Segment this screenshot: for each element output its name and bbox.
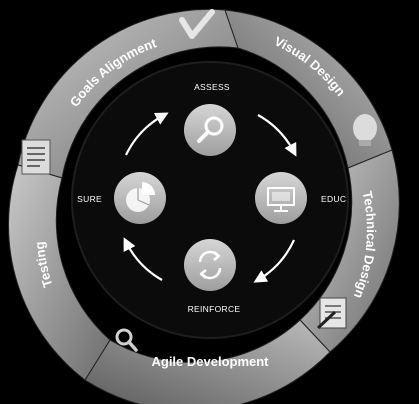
- label-reinforce: REINFORCE: [188, 304, 241, 314]
- arrow-educ-to-reinforce: [253, 239, 296, 283]
- label-agile-development: Agile Development: [151, 354, 269, 369]
- notepad-pencil-icon: [316, 297, 347, 330]
- agile-magnifier-icon: [115, 328, 138, 352]
- label-assess: ASSESS: [194, 82, 230, 92]
- arrow-reinforce-to-sure: [123, 237, 163, 281]
- inner-cycle-arrows: [123, 112, 297, 283]
- arrow-assess-to-educ: [257, 114, 297, 157]
- magnifier-icon: [197, 116, 224, 143]
- label-educ: EDUC: [321, 194, 346, 204]
- document-icon: [21, 139, 51, 175]
- label-sure: SURE: [77, 194, 102, 204]
- arrow-sure-to-assess: [125, 112, 169, 156]
- node-educ: [255, 172, 307, 224]
- segment-testing: [8, 164, 111, 381]
- node-reinforce: [184, 239, 236, 291]
- node-sure: [114, 172, 166, 224]
- monitor-icon: [267, 187, 295, 212]
- node-assess: [184, 104, 236, 156]
- checkmark-icon: [179, 9, 215, 39]
- refresh-icon: [198, 250, 222, 280]
- lightbulb-icon: [353, 114, 377, 146]
- pie-chart-icon: [126, 182, 155, 212]
